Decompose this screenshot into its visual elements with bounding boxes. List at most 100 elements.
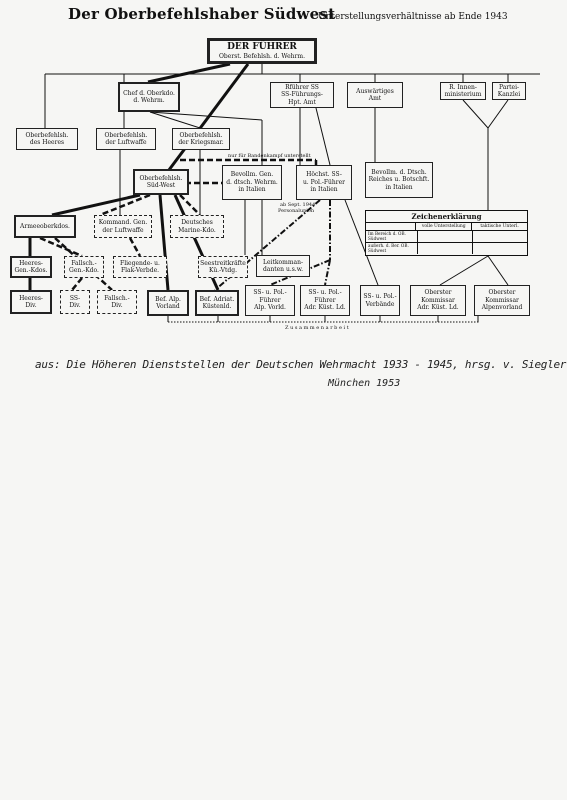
- box-oberster-adr-line3: Adr. Küst. Ld.: [417, 304, 459, 312]
- box-oberster-alp-line3: Alpenvorland: [481, 304, 523, 312]
- box-sspol-alp-line2: Führer: [259, 296, 281, 304]
- box-chef-okw-line1: Chef d. Oberkdo.: [123, 89, 175, 97]
- box-ob-suedwest: Oberbefehlsh. Süd-West: [133, 169, 189, 195]
- box-ob-luftwaffe-line1: Oberbefehlsh.: [104, 131, 148, 139]
- page-subtitle: Unterstellungsverhältnisse ab Ende 1943: [318, 12, 508, 22]
- legend-row-inside-tactical: [473, 231, 527, 242]
- legend-row-inside: Im Bereich d. OB. Südwest: [366, 231, 527, 243]
- box-heeres-gen-line1: Heeres-: [19, 259, 43, 267]
- box-armeeoberkdos-line1: Armeeoberkdos.: [20, 222, 70, 230]
- box-fallsch-div: Fallsch.- Div.: [97, 290, 137, 314]
- handwritten-source-place: München 1953: [328, 378, 401, 389]
- legend-row-inside-full: [418, 231, 473, 242]
- legend-row-inside-label: Im Bereich d. OB. Südwest: [366, 231, 418, 242]
- box-partei: Partei- Kanzlei: [492, 82, 526, 100]
- box-rfss-line1: Rführer SS: [285, 83, 319, 91]
- box-bevollm-reich-line1: Bevollm. d. Dtsch.: [371, 168, 427, 176]
- legend-header-blank: [366, 223, 417, 230]
- box-seestreit: Seestreitkräfte Kü.-Vtdg.: [198, 256, 248, 278]
- box-sspol-verb-line2: Verbände: [365, 300, 395, 308]
- label-bandenkampf: nur für Bandenkampf unterstellt: [228, 153, 311, 159]
- box-ob-suedwest-line1: Oberbefehlsh.: [139, 174, 183, 182]
- box-oberster-alp: Oberster Kommissar Alpenvorland: [474, 285, 530, 316]
- box-bevollm-reich: Bevollm. d. Dtsch. Reiches u. Botschft. …: [365, 162, 433, 198]
- box-ob-heer-line2: des Heeres: [29, 139, 65, 146]
- box-bef-alp: Bef. Alp. Vorland: [147, 290, 189, 316]
- legend-col-full: volle Unterstellung: [416, 223, 473, 230]
- box-oberster-adr-line1: Oberster: [424, 289, 452, 297]
- box-hoechst-ss-line1: Höchst. SS-: [306, 171, 342, 179]
- legend-header: volle Unterstellung taktische Unterl.: [366, 223, 527, 231]
- handwritten-source-note: aus: Die Höheren Dienststellen der Deuts…: [35, 358, 567, 371]
- legend-title: Zeichenerklärung: [366, 211, 527, 223]
- box-auswaertiges-line2: Amt: [368, 95, 382, 102]
- page-title: Der Oberbefehlshaber Südwest: [68, 5, 336, 23]
- label-ab-1944: ab Sept. 1944: [280, 202, 316, 208]
- box-marine-kdo: Deutsches Marine-Kdo.: [170, 215, 224, 238]
- box-ob-heer: Oberbefehlsh. des Heeres: [16, 128, 78, 150]
- box-sspol-adr-line3: Adr. Küst. Ld.: [304, 304, 346, 312]
- box-bevollm-wehrm: Bevollm. Gen. d. dtsch. Wehrm. in Italie…: [222, 165, 282, 200]
- box-flak: Fliegende- u. Flak-Verbde.: [113, 256, 167, 278]
- box-ob-kriegsmar: Oberbefehlsh. der Kriegsmar.: [172, 128, 230, 150]
- box-ob-kriegsmar-line2: der Kriegsmar.: [178, 139, 224, 146]
- box-heeres-div-line2: Div.: [25, 302, 37, 309]
- box-sspol-verb-line1: SS- u. Pol.-: [363, 293, 397, 300]
- box-seestreit-line2: Kü.-Vtdg.: [208, 267, 238, 274]
- box-kommand-gen-line1: Kommand. Gen.: [98, 219, 148, 226]
- box-heeres-div-line1: Heeres-: [19, 294, 43, 302]
- box-rfss: Rführer SS SS-Führungs- Hpt. Amt: [270, 82, 334, 108]
- box-bef-adriat-line1: Bef. Adriat.: [199, 295, 235, 303]
- label-zusammenarbeit: Z u s a m m e n a r b e i t: [285, 325, 349, 331]
- box-leitkomm-line1: Leitkomman-: [263, 258, 303, 266]
- box-bef-adriat-line2: Küstenld.: [202, 303, 232, 310]
- box-bef-adriat: Bef. Adriat. Küstenld.: [195, 290, 239, 316]
- box-sspol-alp: SS- u. Pol.- Führer Alp. Vorld.: [245, 285, 295, 316]
- box-heeres-div: Heeres- Div.: [10, 290, 52, 314]
- box-bevollm-wehrm-line1: Bevollm. Gen.: [230, 171, 274, 179]
- box-ss-div-line1: SS-: [69, 294, 81, 302]
- box-sspol-alp-line1: SS- u. Pol.-: [253, 289, 287, 297]
- box-partei-line1: Partei-: [498, 83, 520, 91]
- box-ob-heer-line1: Oberbefehlsh.: [25, 131, 69, 139]
- box-fallsch-gen-line2: Gen.-Kdo.: [69, 267, 99, 274]
- box-marine-kdo-line2: Marine-Kdo.: [178, 226, 216, 234]
- box-rfss-line3: Hpt. Amt: [288, 98, 316, 106]
- box-oberster-adr: Oberster Kommissar Adr. Küst. Ld.: [410, 285, 466, 316]
- legend-row-outside-full: [418, 243, 473, 254]
- box-kommand-gen: Kommand. Gen. der Luftwaffe: [94, 215, 152, 238]
- box-bevollm-wehrm-line3: in Italien: [238, 186, 266, 194]
- box-flak-line1: Fliegende- u.: [120, 259, 160, 267]
- box-sspol-adr-line1: SS- u. Pol.-: [308, 289, 342, 297]
- box-marine-kdo-line1: Deutsches: [181, 219, 213, 226]
- box-chef-okw: Chef d. Oberkdo. d. Wehrm.: [118, 82, 180, 112]
- box-ob-luftwaffe-line2: der Luftwaffe: [105, 139, 147, 146]
- legend-row-outside: außerh. d. Ber. OB. Südwest: [366, 243, 527, 254]
- box-fuehrer-line2: Oberst. Befehlsh. d. Wehrm.: [219, 52, 305, 60]
- legend-row-outside-tactical: [473, 243, 527, 254]
- box-leitkomm-line2: danten u.s.w.: [262, 266, 304, 273]
- box-innenmin-line2: ministerium: [444, 91, 482, 98]
- box-heeres-gen-line2: Gen.-Kdos.: [14, 267, 48, 274]
- box-kommand-gen-line2: der Luftwaffe: [102, 226, 144, 234]
- box-bevollm-reich-line2: Reiches u. Botschft.: [368, 176, 430, 184]
- box-fallsch-gen: Fallsch.- Gen.-Kdo.: [64, 256, 104, 278]
- box-flak-line2: Flak-Verbde.: [120, 267, 160, 274]
- box-sspol-verb: SS- u. Pol.- Verbände: [360, 285, 400, 316]
- box-leitkomm: Leitkomman- danten u.s.w.: [256, 255, 310, 277]
- box-hoechst-ss-line2: u. Pol.-Führer: [302, 178, 346, 186]
- box-ob-kriegsmar-line1: Oberbefehlsh.: [179, 131, 223, 139]
- box-innenmin: R. Innen- ministerium: [440, 82, 486, 100]
- box-ss-div-line2: Div.: [69, 302, 81, 309]
- box-bevollm-reich-line3: in Italien: [385, 183, 413, 191]
- box-bef-alp-line1: Bef. Alp.: [155, 295, 181, 303]
- box-bevollm-wehrm-line2: d. dtsch. Wehrm.: [226, 178, 278, 186]
- box-fallsch-div-line2: Div.: [111, 302, 123, 309]
- box-oberster-alp-line1: Oberster: [488, 289, 516, 297]
- legend: Zeichenerklärung volle Unterstellung tak…: [365, 210, 528, 256]
- box-fuehrer: DER FÜHRER Oberst. Befehlsh. d. Wehrm.: [207, 38, 317, 64]
- legend-col-tactical: taktische Unterl.: [480, 224, 519, 229]
- box-rfss-line2: SS-Führungs-: [281, 91, 323, 99]
